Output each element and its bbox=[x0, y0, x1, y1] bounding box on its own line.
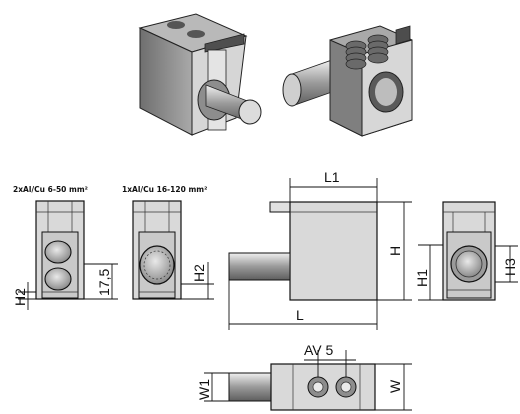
caption-1x-conductor: 1xAl/Cu 16-120 mm² bbox=[122, 185, 207, 194]
svg-text:H2: H2 bbox=[12, 288, 28, 306]
svg-text:H2: H2 bbox=[191, 264, 207, 282]
svg-text:L: L bbox=[296, 307, 304, 323]
iso-view-front bbox=[138, 13, 262, 136]
dim-av5: AV 5 bbox=[304, 342, 356, 377]
svg-text:AV 5: AV 5 bbox=[304, 342, 334, 358]
dim-h1: H1 bbox=[414, 244, 443, 301]
dim-w1: W1 bbox=[196, 372, 229, 402]
dim-h: H bbox=[377, 201, 412, 301]
side-view bbox=[228, 201, 378, 301]
svg-text:H: H bbox=[387, 246, 403, 256]
svg-text:H1: H1 bbox=[414, 269, 430, 287]
front-view-2-holes bbox=[35, 200, 85, 300]
top-view bbox=[228, 363, 376, 411]
end-view bbox=[442, 201, 496, 301]
svg-text:W1: W1 bbox=[196, 379, 212, 400]
svg-text:H3: H3 bbox=[502, 258, 518, 276]
iso-view-rear bbox=[282, 25, 413, 137]
dim-l1: L1 bbox=[289, 169, 378, 202]
dim-h2-view-b: H2 bbox=[181, 262, 214, 300]
svg-text:L1: L1 bbox=[324, 169, 340, 185]
dim-l: L bbox=[228, 280, 378, 330]
caption-2x-conductor: 2xAl/Cu 6-50 mm² bbox=[13, 185, 88, 194]
dim-h3: H3 bbox=[495, 245, 518, 283]
front-view-1-hole bbox=[132, 200, 182, 300]
svg-text:W: W bbox=[387, 379, 403, 393]
svg-text:17,5: 17,5 bbox=[96, 269, 112, 296]
dim-h2-view-a: H2 bbox=[12, 282, 36, 310]
dim-w: W bbox=[375, 363, 412, 411]
dim-17-5: 17,5 bbox=[84, 263, 118, 300]
